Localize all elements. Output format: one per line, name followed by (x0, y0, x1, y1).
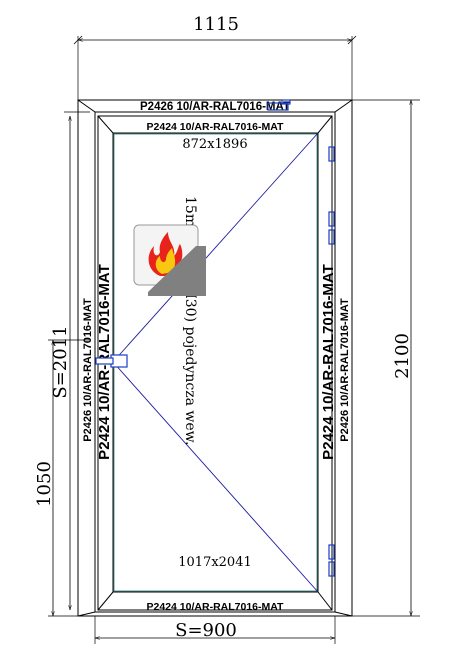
sash-right-profile-label: P2424 10/AR-RAL7016-MAT (320, 264, 337, 460)
sash-size-label: 1017x2041 (178, 555, 252, 570)
sash-height-label: S=2011 (50, 325, 71, 398)
sash-width-dimension: S=900 (94, 616, 336, 644)
top-hinge (267, 99, 291, 111)
fire-rating-icon (133, 224, 206, 296)
glass-size-label: 872x1896 (182, 137, 247, 152)
frame-outline (77, 99, 353, 617)
opening-diagonal-bottom (112, 361, 319, 593)
overall-width-dimension: 1115 (73, 14, 357, 100)
sash-height-dimension: S=2011 (50, 111, 90, 610)
frame-left-profile-label: P2426 10/AR-RAL7016-MAT (82, 298, 94, 442)
sash-top-profile-label: P2424 10/AR-RAL7016-MAT (147, 121, 285, 133)
frame-top-profile-label: P2426 10/AR-RAL7016-MAT (140, 101, 290, 113)
sash-bottom-profile-label: P2424 10/AR-RAL7016-MAT (147, 601, 285, 613)
opening-diagonal-top (112, 132, 319, 363)
sash-width-label: S=900 (175, 620, 237, 641)
handle-height-label: 1050 (34, 461, 55, 507)
sash-outline (97, 115, 333, 611)
overall-height-label: 2100 (392, 333, 413, 379)
glass-pane (112, 132, 319, 593)
frame-right-profile-label: P2426 10/AR-RAL7016-MAT (339, 298, 351, 442)
overall-width-label: 1115 (193, 14, 239, 35)
overall-height-dimension: 2100 (352, 99, 420, 617)
handle (95, 354, 128, 368)
right-hinges (328, 146, 335, 577)
